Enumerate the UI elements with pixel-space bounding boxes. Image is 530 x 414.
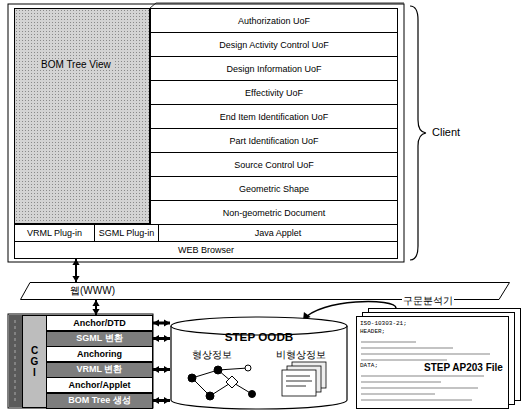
node-label: 비형상정보 [276, 348, 326, 362]
node-label: SGML Plug-in [99, 228, 155, 238]
edge-label: 구문분석기 [402, 294, 454, 308]
node-label: Anchor/Applet [69, 380, 131, 390]
file-line: HEADER; [360, 328, 385, 335]
node-label: 형상정보 [192, 348, 232, 362]
arrow-head [153, 335, 159, 342]
node-label: WEB Browser [178, 245, 234, 255]
node-label: Effectivity UoF [245, 88, 303, 98]
client-label: Client [432, 126, 460, 138]
uof-row: Authorization UoF [150, 8, 398, 33]
plugin-box: SGML Plug-in [94, 224, 159, 242]
uof-row: End Item Identification UoF [150, 104, 398, 129]
document-stack [282, 362, 326, 396]
node-label: STEP OODB [170, 330, 348, 343]
connector [72, 259, 79, 282]
file-line: DATA; [360, 362, 378, 369]
server-row: Anchor/DTD [46, 315, 153, 331]
connector [153, 366, 170, 373]
node-label: Anchoring [77, 349, 122, 359]
server-frame [8, 314, 153, 408]
uof-row: Design Activity Control UoF [150, 32, 398, 57]
arrow-head [153, 319, 159, 326]
cgi-column: CGI [22, 315, 47, 408]
plugin-box: Java Applet [158, 224, 398, 242]
bom-tree-view: BOM Tree View [14, 8, 150, 224]
shape-graph [188, 365, 256, 400]
node-label: Geometric Shape [239, 184, 309, 194]
node-label: Anchor/DTD [73, 318, 126, 328]
arrow-head [92, 300, 99, 306]
uof-row: Part Identification UoF [150, 128, 398, 153]
node-label: Source Control UoF [234, 160, 314, 170]
node-label: VRML 변환 [77, 363, 123, 376]
arrow-head [164, 319, 170, 326]
node-label: BOM Tree View [39, 59, 113, 70]
node-label: Non-geometric Document [223, 208, 326, 218]
database-cylinder: STEP OODB 형상정보 비형상정보 [170, 316, 348, 410]
node-label: Part Identification UoF [229, 136, 318, 146]
plugin-box: VRML Plug-in [14, 224, 95, 242]
server-row: Anchoring [46, 346, 153, 362]
uof-row: Geometric Shape [150, 176, 398, 201]
strip-pattern [15, 320, 16, 402]
node-label: STEP AP203 File [422, 362, 505, 373]
arrow-head [153, 366, 159, 373]
server-row: BOM Tree 생성 [46, 393, 153, 409]
node-label: VRML Plug-in [27, 228, 82, 238]
connector [153, 335, 170, 342]
node-label: BOM Tree 생성 [68, 394, 131, 407]
arrow-head [72, 259, 79, 265]
client-frame [8, 4, 404, 262]
node-label: Design Information UoF [226, 64, 321, 74]
server-row: Anchor/Applet [46, 377, 153, 393]
node-label: Design Activity Control UoF [219, 40, 329, 50]
client-bracket [410, 6, 426, 260]
server-strip [9, 315, 22, 407]
node-label: 웹(WWW) [70, 284, 115, 298]
uof-row: Design Information UoF [150, 56, 398, 81]
server-row: VRML 변환 [46, 362, 153, 378]
uof-row: Non-geometric Document [150, 200, 398, 225]
connector [153, 397, 170, 404]
connector [92, 300, 99, 315]
file-line: ISO-10303-21; [360, 320, 407, 327]
node-label: Authorization UoF [238, 16, 310, 26]
connector [153, 319, 170, 326]
server-row: SGML 변환 [46, 331, 153, 347]
node-label: End Item Identification UoF [220, 112, 329, 122]
uof-row: Source Control UoF [150, 152, 398, 177]
node-label: CGI [30, 345, 40, 378]
arrow-head [153, 397, 159, 404]
node-label: SGML 변환 [76, 332, 122, 345]
arrow-head [164, 366, 170, 373]
arrow-head [164, 397, 170, 404]
browser-bar: WEB Browser [14, 241, 398, 259]
uof-row: Effectivity UoF [150, 80, 398, 105]
node-label: Java Applet [255, 228, 302, 238]
arrow-head [164, 335, 170, 342]
arrow-head [72, 276, 79, 282]
